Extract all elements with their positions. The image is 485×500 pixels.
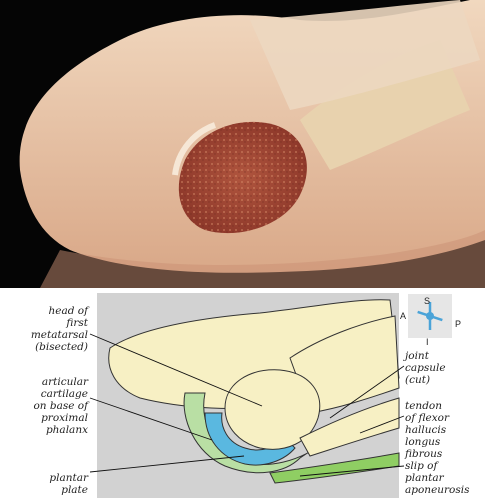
orientation-compass xyxy=(408,294,452,338)
compass-inferior: I xyxy=(426,337,429,347)
metatarsal-head xyxy=(224,369,321,450)
leader-lines xyxy=(89,333,405,477)
compass-superior: S xyxy=(424,296,431,306)
capsule-tissue xyxy=(250,0,480,110)
anatomical-diagram xyxy=(0,288,485,500)
compass-posterior: P xyxy=(455,319,462,329)
lower-tissue xyxy=(40,230,485,288)
flexor-tendon xyxy=(299,397,400,457)
cartilage-rim xyxy=(172,122,217,176)
dissection-photograph xyxy=(0,0,485,288)
compass-anterior: A xyxy=(400,311,407,321)
